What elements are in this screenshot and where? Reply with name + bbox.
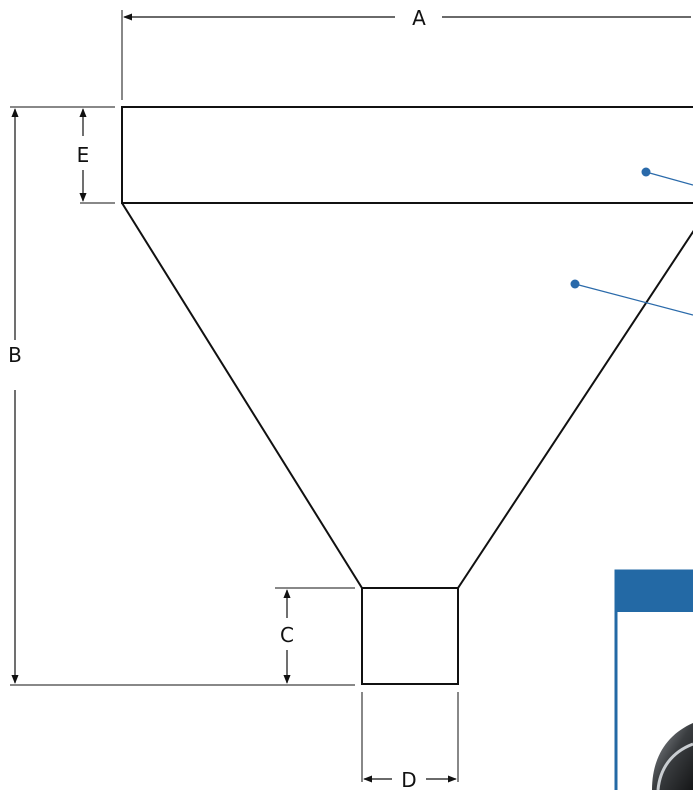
product-panel-header <box>616 571 693 612</box>
bottom-spout <box>361 587 459 685</box>
dimension-d-label: D <box>401 768 416 790</box>
dimension-d: D <box>363 768 457 790</box>
callout-dot-collar <box>641 167 651 177</box>
dimension-a-label: A <box>412 6 426 30</box>
top-collar <box>121 106 693 204</box>
dimension-e-label: E <box>77 143 90 167</box>
product-panel <box>614 569 693 790</box>
dimension-c: C <box>280 589 294 684</box>
extension-lines <box>10 10 459 782</box>
dimension-a: A <box>123 6 691 30</box>
funnel-cone <box>121 202 693 589</box>
dimension-e: E <box>77 108 90 202</box>
dimension-b-label: B <box>8 343 22 367</box>
callout-dot-cone <box>570 279 580 289</box>
dimension-b: B <box>8 108 22 684</box>
dimension-c-label: C <box>280 623 294 647</box>
funnel-outline <box>121 106 693 685</box>
callouts <box>570 167 693 316</box>
